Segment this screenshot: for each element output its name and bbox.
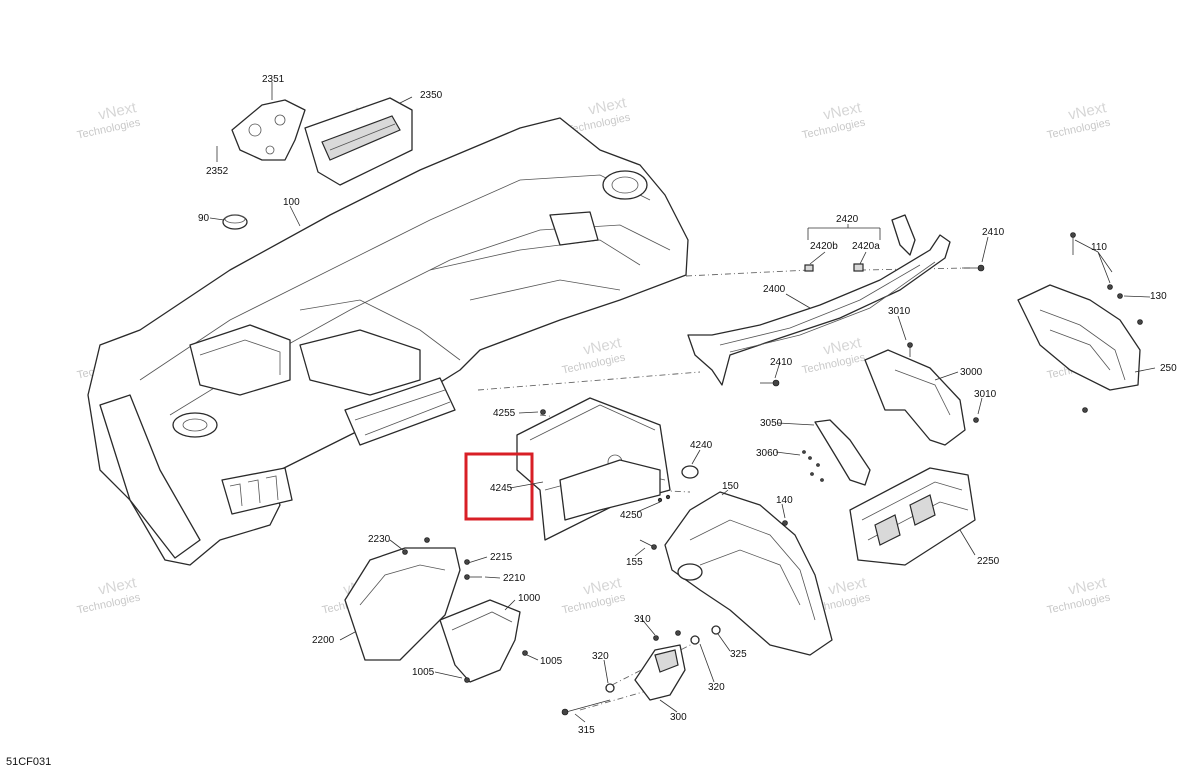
- callout-250[interactable]: 250: [1160, 363, 1177, 374]
- access-cover: [439, 599, 528, 683]
- lower-panel-left: [344, 537, 482, 661]
- small-bracket: [802, 419, 871, 486]
- callout-2352[interactable]: 2352: [206, 166, 229, 177]
- callout-4250[interactable]: 4250: [620, 510, 643, 521]
- bolts: [760, 264, 985, 387]
- callout-2400[interactable]: 2400: [763, 284, 786, 295]
- callout-130[interactable]: 130: [1150, 291, 1167, 302]
- callout-2200[interactable]: 2200: [312, 635, 335, 646]
- glove-box: [516, 397, 671, 541]
- callout-325[interactable]: 325: [730, 649, 747, 660]
- callout-2350[interactable]: 2350: [420, 90, 443, 101]
- callout-1000[interactable]: 1000: [518, 593, 541, 604]
- vent-duct: [864, 342, 979, 446]
- callout-2420a[interactable]: 2420a: [852, 241, 880, 252]
- callout-labels: 2351 2350 2352 90 100 2420 2420b 2420a 2…: [198, 74, 1177, 736]
- pedal-bracket: [561, 625, 721, 716]
- callout-3010-top[interactable]: 3010: [888, 306, 911, 317]
- callout-4255[interactable]: 4255: [493, 408, 516, 419]
- callout-320-left[interactable]: 320: [592, 651, 609, 662]
- callout-300[interactable]: 300: [670, 712, 687, 723]
- callout-2210[interactable]: 2210: [503, 573, 526, 584]
- vent-housing: [849, 467, 976, 566]
- callout-3050[interactable]: 3050: [760, 418, 783, 429]
- callout-2215[interactable]: 2215: [490, 552, 513, 563]
- callout-100[interactable]: 100: [283, 197, 300, 208]
- callout-155[interactable]: 155: [626, 557, 643, 568]
- callout-4245[interactable]: 4245: [490, 483, 513, 494]
- callout-310[interactable]: 310: [634, 614, 651, 625]
- callout-1005-right[interactable]: 1005: [540, 656, 563, 667]
- dashboard-main-panel: [87, 117, 689, 566]
- callout-150[interactable]: 150: [722, 481, 739, 492]
- callout-1005-left[interactable]: 1005: [412, 667, 435, 678]
- cluster-bracket: [231, 99, 306, 161]
- callout-4240[interactable]: 4240: [690, 440, 713, 451]
- clips: [804, 263, 864, 272]
- callout-3000[interactable]: 3000: [960, 367, 983, 378]
- callout-2420[interactable]: 2420: [836, 214, 859, 225]
- callout-2410-mid[interactable]: 2410: [770, 357, 793, 368]
- callout-2230[interactable]: 2230: [368, 534, 391, 545]
- callout-3010-bottom[interactable]: 3010: [974, 389, 997, 400]
- callout-140[interactable]: 140: [776, 495, 793, 506]
- callout-320-right[interactable]: 320: [708, 682, 725, 693]
- diagram-reference-code: 51CF031: [6, 756, 52, 768]
- center-console: [639, 491, 833, 656]
- highlight-box: [464, 452, 534, 521]
- callout-2250[interactable]: 2250: [977, 556, 1000, 567]
- leader-lines: [209, 82, 1156, 723]
- callout-2420b[interactable]: 2420b: [810, 241, 838, 252]
- callout-90[interactable]: 90: [198, 213, 210, 224]
- side-panel-right: [1017, 232, 1143, 413]
- callout-110[interactable]: 110: [1091, 242, 1107, 253]
- instrument-cluster: [304, 97, 413, 186]
- callout-315[interactable]: 315: [578, 725, 595, 736]
- support-beam: [687, 214, 951, 386]
- callout-2410-top[interactable]: 2410: [982, 227, 1005, 238]
- callout-2351[interactable]: 2351: [262, 74, 285, 85]
- grommet: [681, 465, 699, 479]
- cap: [222, 214, 248, 230]
- callout-3060[interactable]: 3060: [756, 448, 779, 459]
